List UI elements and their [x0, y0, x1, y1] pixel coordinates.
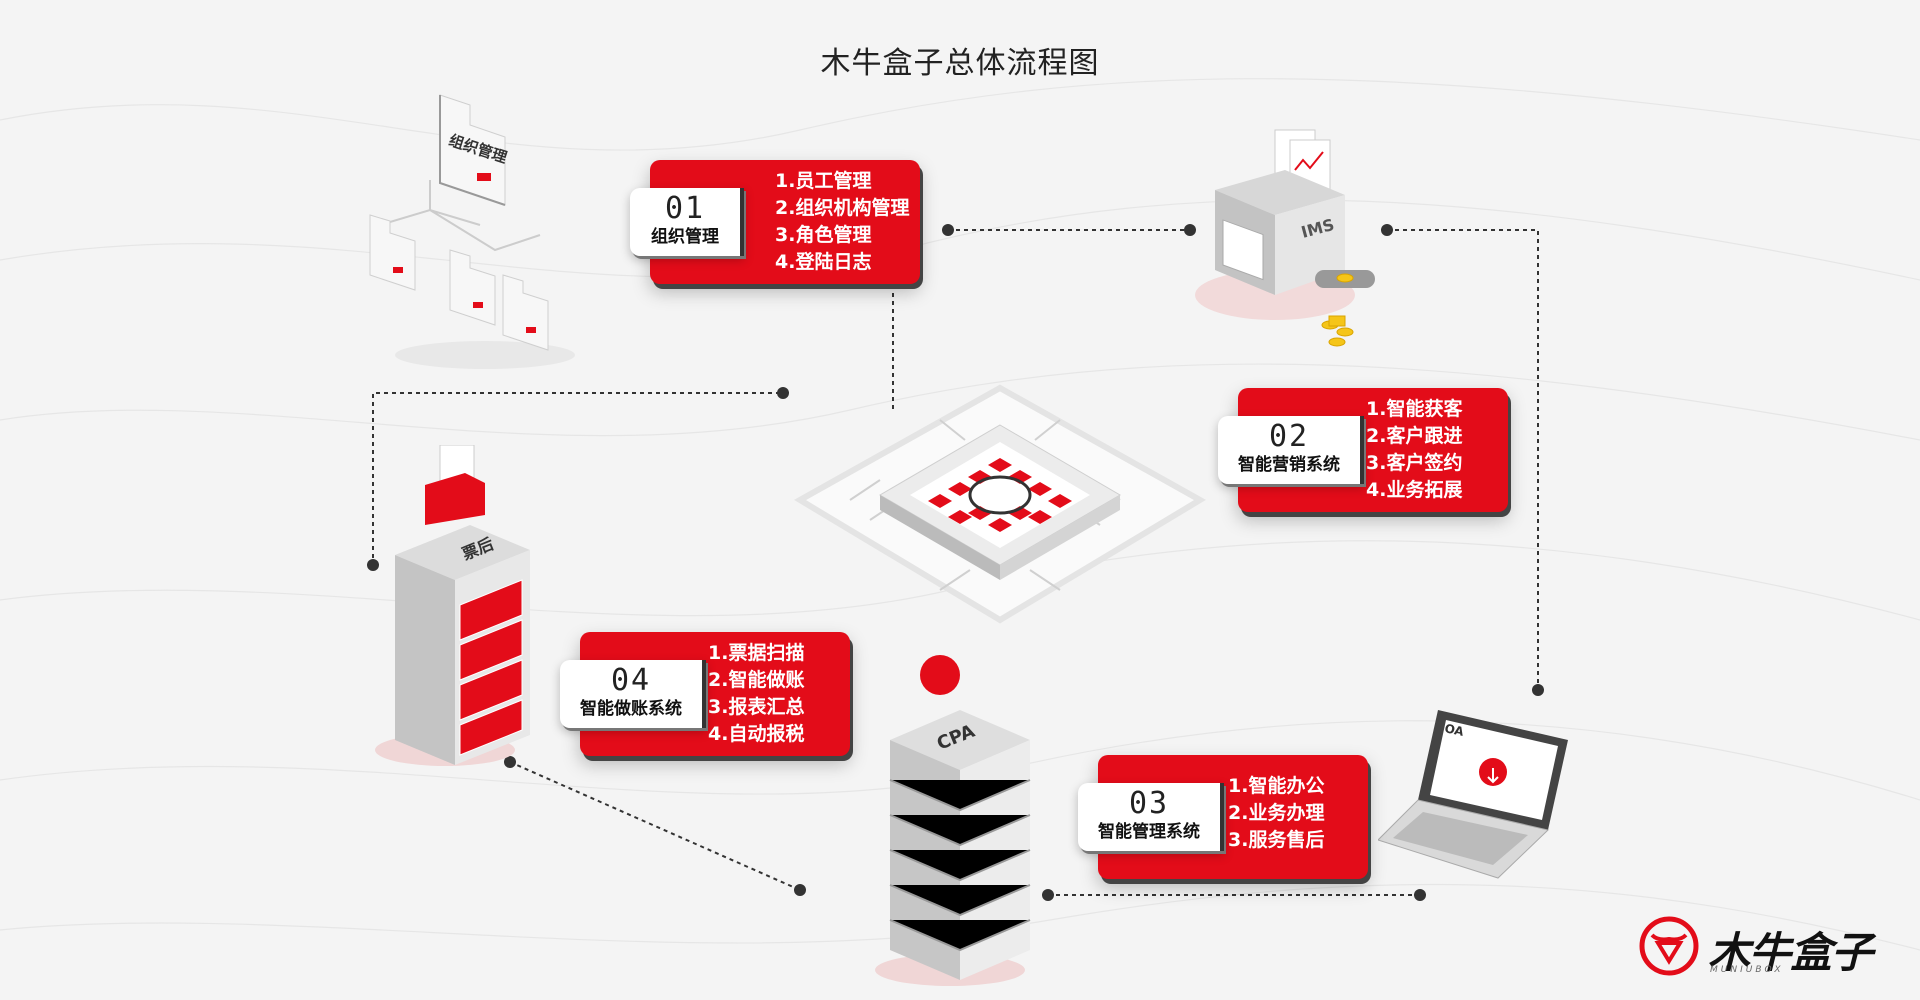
module-name: 智能管理系统 [1098, 822, 1200, 842]
module-item: 1.票据扫描 [708, 642, 805, 664]
module-item: 1.智能办公 [1228, 775, 1325, 797]
module-04-accounting: 1.票据扫描 2.智能做账 3.报表汇总 4.自动报税 04 智能做账系统 [560, 632, 850, 760]
module-name: 智能做账系统 [580, 699, 682, 719]
brand-logo: 木牛盒子 MUNIUBOX [1638, 915, 1898, 979]
module-name: 智能营销系统 [1238, 455, 1340, 475]
module-number: 02 [1268, 419, 1310, 454]
module-item: 4.登陆日志 [775, 251, 872, 273]
ims-machine-illustration: IMS [1195, 129, 1375, 347]
folder-icon: 组织管理 [439, 94, 509, 206]
module-number: 01 [664, 191, 706, 226]
module-item: 2.组织机构管理 [775, 197, 910, 219]
module-item: 4.自动报税 [708, 723, 805, 745]
module-item: 3.角色管理 [775, 224, 872, 246]
connector-ims-to-laptop [1387, 229, 1539, 690]
module-item: 1.智能获客 [1366, 398, 1463, 420]
org-folders-illustration: 组织管理 [369, 94, 575, 369]
oa-label: OA [1443, 721, 1465, 739]
chip-grid [928, 458, 1072, 532]
cloud-download-icon [1479, 758, 1507, 786]
module-item: 3.报表汇总 [708, 696, 805, 718]
brand-subtitle: MUNIUBOX [1710, 965, 1784, 975]
page-title: 木牛盒子总体流程图 [820, 46, 1100, 81]
brand-name: 木牛盒子 [1708, 928, 1873, 977]
cpa-server-illustration: CPA [875, 655, 1031, 986]
module-item: 2.业务办理 [1228, 802, 1325, 824]
server-rack-illustration: 票后 [375, 445, 530, 766]
module-item: 3.客户签约 [1366, 452, 1463, 474]
module-item: 1.员工管理 [775, 170, 872, 192]
connector-org-to-server [372, 392, 780, 565]
connector-server-to-cpa [509, 761, 801, 891]
folder-icon [502, 274, 549, 351]
laptop-illustration: OA [1378, 710, 1568, 879]
coins-icon [1321, 273, 1354, 347]
module-item: 3.服务售后 [1228, 829, 1325, 851]
central-chip-illustration [794, 384, 1206, 624]
module-item: 4.业务拓展 [1366, 479, 1463, 501]
module-02-marketing: 1.智能获客 2.客户跟进 3.客户签约 4.业务拓展 02 智能营销系统 [1218, 388, 1508, 516]
module-item: 2.客户跟进 [1366, 425, 1463, 447]
folder-icon [449, 249, 496, 326]
module-01-org: 1.员工管理 2.组织机构管理 3.角色管理 4.登陆日志 01 组织管理 [630, 160, 920, 288]
module-name: 组织管理 [651, 227, 719, 247]
document-folder-icon [425, 445, 485, 525]
chip-logo-icon [968, 475, 1032, 515]
module-03-management: 1.智能办公 2.业务办理 3.服务售后 03 智能管理系统 [1078, 755, 1368, 883]
bull-logo-icon [1639, 916, 1699, 976]
folder-icon [369, 214, 416, 291]
module-item: 2.智能做账 [708, 669, 805, 691]
shield-icon [920, 655, 960, 695]
module-number: 03 [1128, 786, 1170, 821]
module-number: 04 [610, 663, 652, 698]
